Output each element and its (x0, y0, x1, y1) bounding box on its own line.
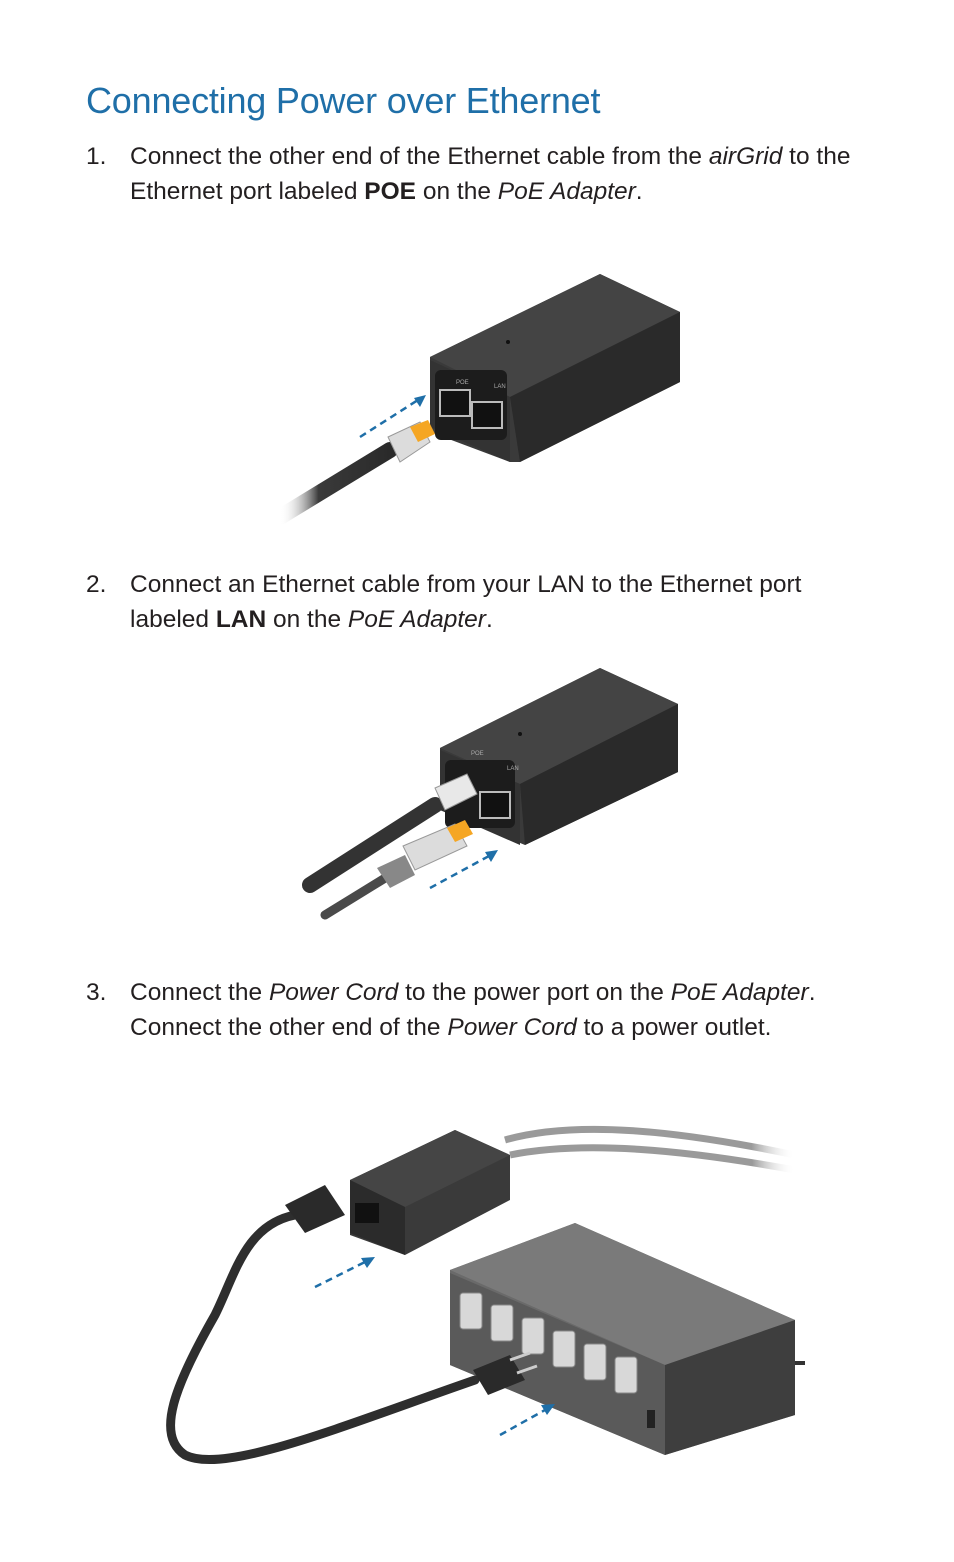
led-indicator (506, 340, 510, 344)
insert-arrow-icon (414, 395, 426, 407)
insert-arrow-icon (541, 1404, 555, 1415)
plug-contacts (410, 420, 435, 442)
ac-plug (473, 1355, 525, 1395)
power-strip-figure (166, 1125, 805, 1465)
step-number: 1. (86, 143, 107, 170)
poe-adapter-figure-1: POE LAN (272, 274, 680, 524)
insert-arrow-icon (485, 850, 498, 862)
plug-contacts (447, 820, 473, 842)
step-text: Connect an Ethernet cable from your LAN … (130, 571, 802, 633)
step-1: 1. Connect the other end of the Ethernet… (86, 140, 876, 209)
step-text: Connect the other end of the Ethernet ca… (130, 143, 851, 205)
poe-port-label: POE (456, 380, 469, 386)
insert-arrow-icon (361, 1257, 375, 1268)
poe-adapter-figure-2: POE LAN (302, 668, 678, 920)
poe-port-label: POE (471, 751, 484, 757)
led-indicator (518, 732, 522, 736)
step-2: 2. Connect an Ethernet cable from your L… (86, 568, 876, 637)
power-switch (647, 1410, 655, 1428)
page-title: Connecting Power over Ethernet (86, 80, 601, 121)
lan-port-label: LAN (507, 766, 519, 772)
step-3: 3. Connect the Power Cord to the power p… (86, 976, 876, 1045)
outlet-row (459, 1292, 638, 1394)
lan-port-label: LAN (494, 384, 506, 390)
step-number: 2. (86, 571, 107, 598)
step-number: 3. (86, 979, 107, 1006)
step-text: Connect the Power Cord to the power port… (130, 979, 816, 1041)
cloverleaf-connector (285, 1185, 345, 1233)
